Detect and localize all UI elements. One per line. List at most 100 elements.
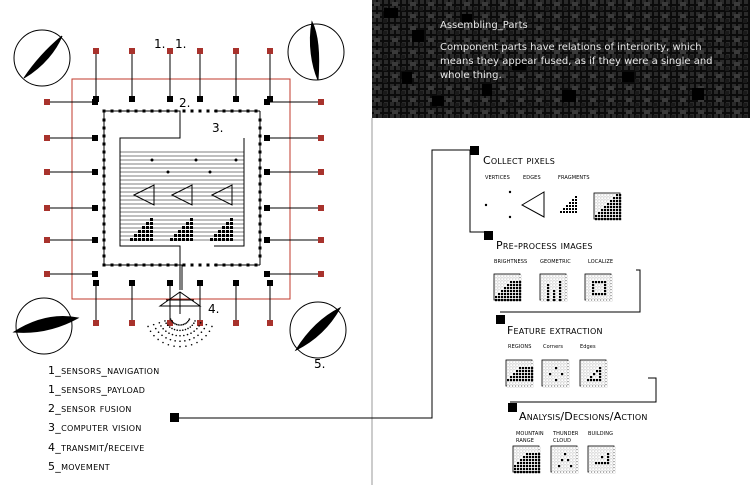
vision-pipeline [484,190,622,474]
dot [198,263,202,267]
pixel [226,238,229,241]
pixel [569,205,571,207]
sensor-node [129,96,135,102]
sensor-node [264,271,270,277]
sub-label: Corners [543,344,564,350]
sensor-cap [267,320,273,326]
wave-dot [180,324,183,326]
pixel-box [587,445,616,474]
sensor-cap [318,237,324,243]
sensor-cap [167,48,173,54]
pixel [186,234,189,237]
wave-dot [171,320,174,323]
pixel-box [584,273,613,302]
pixel [563,208,565,210]
wave-dot [189,326,192,328]
dot [198,109,202,113]
sub-label: Edges [580,344,596,350]
wave-dot [176,329,179,331]
legend-item: 1_sensors_payload [48,383,146,396]
pixel [130,238,133,241]
vertex-triangles [132,184,233,206]
vertex-dot [508,190,512,194]
sub-label: LOCALIZE [588,259,614,265]
wave-dot [161,334,163,337]
sensor-cap [93,320,99,326]
wave-dot [200,331,203,333]
sensor-node [129,280,135,286]
wave-dot [152,323,155,326]
pixel [190,230,193,233]
sensor-node [233,280,239,286]
sensor-node [264,205,270,211]
sub-label: BUILDING [588,431,614,437]
wave-dot [197,334,199,337]
wave-dot [169,338,172,341]
connector-lines [176,149,657,419]
sub-label: FRAGMENTS [558,175,590,181]
sub-label: GEOMETRIC [540,259,571,265]
pixel [563,211,565,213]
wave-dot [168,326,171,328]
routing-lines [103,110,261,290]
sensor-cap [44,169,50,175]
sensor-cap [44,271,50,277]
label-movement: 5. [314,357,326,371]
wave-dot [165,330,167,332]
sensor-node [264,135,270,141]
wave-dot [187,319,190,322]
sensor-node [264,237,270,243]
sensor-cap [318,205,324,211]
pixel [138,230,141,233]
pixel [230,230,233,233]
pixel [182,226,185,229]
pixel-box [505,359,534,388]
sensor-node [267,280,273,286]
sensor-cap [318,271,324,277]
sensor-node [264,99,270,105]
sensor-node [92,271,98,277]
sensor-node [92,135,98,141]
sensor-cap [44,205,50,211]
vertex-dot [166,170,170,174]
dot [182,109,186,113]
pixel [182,234,185,237]
wave-dot [205,334,207,337]
pixel [222,230,225,233]
pixel [572,211,574,213]
pixel [178,234,181,237]
wave-dot [167,343,170,346]
label-sensors-payload: 1. [175,37,187,51]
pixel [146,226,149,229]
vertex-dot [194,158,198,162]
pixel [572,205,574,207]
edge-triangle [520,191,545,218]
wave-dot [170,319,173,322]
wave-dot [193,337,195,339]
pixel [218,238,221,241]
pixel-box [550,445,579,474]
wave-dot [174,340,176,342]
rotor-top-right-icon [287,20,345,81]
pixel-box [593,192,622,221]
wave-dot [179,340,181,343]
sub-label: REGIONS [508,344,532,350]
sensor-node [92,169,98,175]
wave-dot [208,330,211,333]
wave-dot [194,320,196,322]
wave-dot [177,324,180,326]
wave-dot [201,338,203,341]
wave-dot [179,335,181,337]
pixel [575,202,577,204]
sensor-node [264,169,270,175]
pixel [572,202,574,204]
pixel [150,226,153,229]
step-feature-title: Feature extraction [507,324,603,337]
pixel [210,238,213,241]
wave-dot [186,320,189,323]
preprocess-node [484,231,493,240]
wave-dot [198,325,200,327]
pixel [214,234,217,237]
pixel-box [541,359,570,388]
rotor-bottom-left-icon [12,297,80,355]
